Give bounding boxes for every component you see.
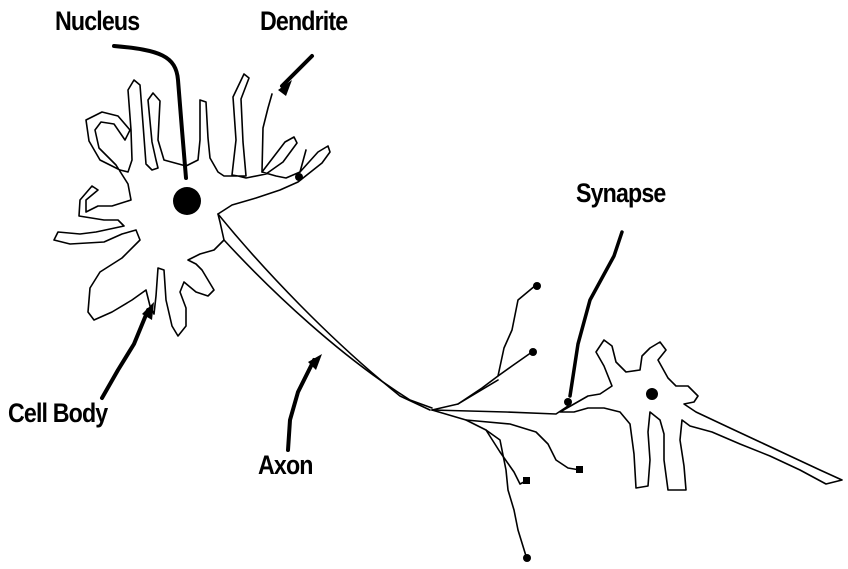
- dendrite-pointer: [282, 56, 312, 86]
- small-nucleus-dot: [646, 388, 658, 400]
- cell-body-label: Cell Body: [8, 400, 107, 427]
- axon: [218, 214, 430, 410]
- axon-terminal-branch: [432, 285, 536, 410]
- synapse-dot: [564, 398, 572, 406]
- dendrite-label: Dendrite: [260, 8, 347, 35]
- synapse-label: Synapse: [576, 180, 665, 207]
- nucleus-pointer: [114, 46, 186, 178]
- second-neuron-outline: [560, 340, 842, 490]
- nucleus-label: Nucleus: [55, 8, 139, 35]
- synapse-pointer: [570, 232, 622, 396]
- cell-body-pointer: [102, 310, 148, 398]
- nucleus-dot: [173, 187, 201, 215]
- axon-pointer: [288, 360, 314, 450]
- axon-label: Axon: [258, 452, 313, 479]
